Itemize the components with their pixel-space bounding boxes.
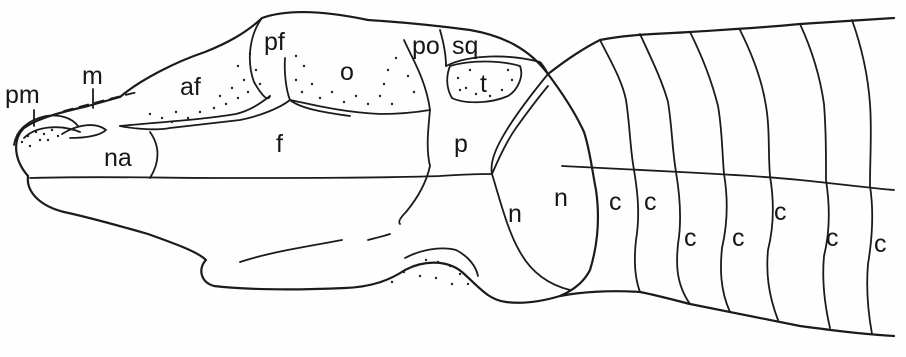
label-frontal: f bbox=[276, 130, 283, 158]
label-squamosal: sq bbox=[452, 32, 478, 60]
label-temporal-fenestra: t bbox=[480, 70, 487, 98]
label-orbit: o bbox=[340, 58, 354, 86]
label-cervical-1: c bbox=[609, 188, 622, 216]
label-cervical-5: c bbox=[774, 198, 787, 226]
skull-ventral-outline bbox=[28, 176, 506, 302]
neck-midline bbox=[562, 166, 894, 190]
postorbital-squamosal-divider bbox=[440, 30, 446, 66]
lower-jaw-line-1 bbox=[240, 240, 342, 262]
label-parietal: p bbox=[454, 130, 468, 158]
label-premaxilla: pm bbox=[5, 81, 40, 109]
label-cervical-4: c bbox=[732, 224, 745, 252]
stippling-premaxilla bbox=[21, 129, 59, 147]
frontal-parietal-suture bbox=[399, 110, 430, 224]
stippling-antorbital bbox=[149, 53, 261, 123]
maxilla-border bbox=[62, 125, 106, 138]
label-nuchal-1: n bbox=[508, 200, 522, 228]
label-cervical-7: c bbox=[874, 230, 887, 258]
label-maxilla: m bbox=[82, 62, 103, 90]
frontal-dorsal-suture bbox=[120, 100, 430, 129]
label-prefrontal: pf bbox=[264, 28, 285, 56]
cervical-seg-line-5 bbox=[800, 24, 830, 328]
nasal-suture bbox=[150, 132, 158, 178]
midline-suture bbox=[30, 174, 492, 178]
stippling-orbit bbox=[295, 55, 415, 105]
label-nasal: na bbox=[104, 144, 132, 172]
neck-top-outline bbox=[548, 18, 894, 74]
cervical-seg-line-6 bbox=[852, 20, 872, 334]
neck-bottom-outline bbox=[560, 291, 894, 336]
label-cervical-3: c bbox=[684, 224, 697, 252]
label-cervical-2: c bbox=[644, 188, 657, 216]
label-postorbital: po bbox=[412, 32, 440, 60]
label-cervical-6: c bbox=[826, 224, 839, 252]
cervical-seg-line-1 bbox=[600, 40, 640, 292]
label-nuchal-2: n bbox=[554, 184, 568, 212]
nuchal-front-border bbox=[506, 74, 598, 303]
label-antorbital-fenestra: af bbox=[180, 73, 201, 101]
cervical-seg-line-2 bbox=[640, 34, 690, 304]
lower-jaw-line-2 bbox=[368, 234, 390, 240]
